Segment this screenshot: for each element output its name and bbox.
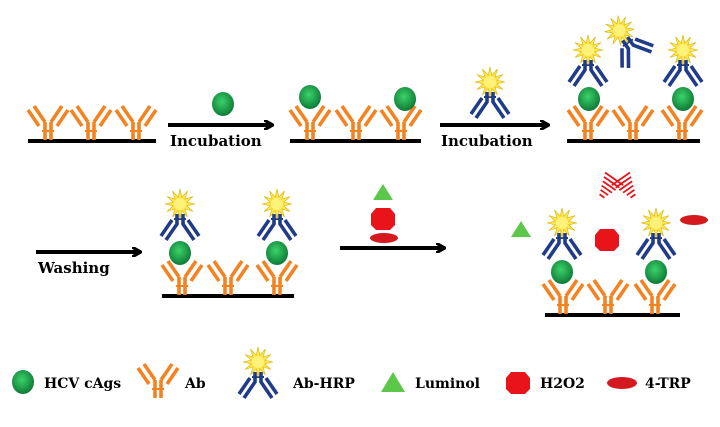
legend-ab-hrp-label: Ab-HRP (292, 376, 355, 392)
hrp-core (677, 44, 689, 56)
legend-ab-label: Ab (184, 376, 206, 392)
light-ray (602, 180, 617, 191)
antibody (586, 278, 630, 314)
hcv-antigen (394, 87, 416, 111)
hcv-antigen (266, 241, 288, 265)
luminol (511, 221, 531, 237)
step-label-washing: Washing (37, 259, 110, 277)
legend-luminol-label: Luminol (415, 376, 480, 392)
hcv-antigen (169, 241, 191, 265)
stage3 (566, 15, 704, 143)
legend: HCV cAgs Ab Ab-HRP Luminol H2O2 4-TRP (12, 346, 691, 400)
hcv-antigen (212, 92, 234, 116)
trp (680, 215, 708, 225)
antibody (69, 104, 113, 140)
legend-ab-icon (136, 362, 180, 398)
ab-hrp (159, 188, 201, 242)
ab-hrp (635, 207, 677, 261)
antibody (379, 104, 423, 140)
hrp-core (174, 198, 186, 210)
hrp-core (650, 217, 662, 229)
antibody (566, 104, 610, 140)
hcv-antigen (578, 87, 600, 111)
antibody (541, 278, 585, 314)
ab-hrp (256, 188, 298, 242)
light-ray (604, 171, 624, 186)
light-emission-rays (599, 171, 636, 199)
light-ray (622, 184, 634, 194)
stage2 (288, 85, 423, 143)
hrp-core (582, 44, 594, 56)
h2o2 (595, 229, 619, 251)
stage1 (26, 104, 158, 143)
legend-h2o2-label: H2O2 (540, 376, 585, 392)
light-ray (618, 180, 633, 191)
light-ray (615, 176, 632, 189)
step-label-incubation-2: Incubation (441, 132, 533, 150)
legend-trp-icon (607, 377, 637, 389)
hcv-antigen (299, 85, 321, 109)
hcv-antigen (551, 260, 573, 284)
antibody (334, 104, 378, 140)
luminol-reagent (373, 184, 393, 200)
h2o2-reagent (371, 208, 395, 230)
hrp-core (613, 24, 626, 37)
legend-luminol-icon (381, 372, 405, 392)
hrp-core (252, 356, 264, 368)
antibody (288, 104, 332, 140)
light-ray (611, 171, 631, 186)
trp-reagent (370, 233, 398, 243)
antibody (611, 104, 655, 140)
legend-hcv-icon (12, 370, 34, 394)
ab-hrp (662, 34, 704, 88)
stage4 (159, 188, 299, 298)
legend-hcv-label: HCV cAgs (44, 376, 121, 392)
antibody (633, 278, 677, 314)
hcv-antigen (672, 87, 694, 111)
legend-h2o2-icon (506, 372, 530, 394)
light-ray (626, 189, 635, 196)
light-ray (600, 189, 609, 196)
hcv-antigen (645, 260, 667, 284)
legend-trp-label: 4-TRP (645, 376, 691, 392)
antibody (206, 259, 250, 295)
ab-hrp (567, 34, 609, 88)
legend-ab-hrp-icon (237, 346, 279, 400)
stage5 (511, 171, 708, 317)
hrp-core (484, 76, 496, 88)
antibody (160, 259, 204, 295)
hrp-core (556, 217, 568, 229)
ab-hrp (541, 207, 583, 261)
antibody (660, 104, 704, 140)
hrp-core (271, 198, 283, 210)
antibody (26, 104, 70, 140)
ab-hrp-free (604, 15, 654, 69)
step-label-incubation-1: Incubation (170, 132, 262, 150)
antibody (114, 104, 158, 140)
antibody (255, 259, 299, 295)
ab-hrp (469, 66, 511, 120)
light-ray (630, 193, 636, 199)
light-ray (601, 184, 613, 194)
light-ray (599, 193, 605, 199)
